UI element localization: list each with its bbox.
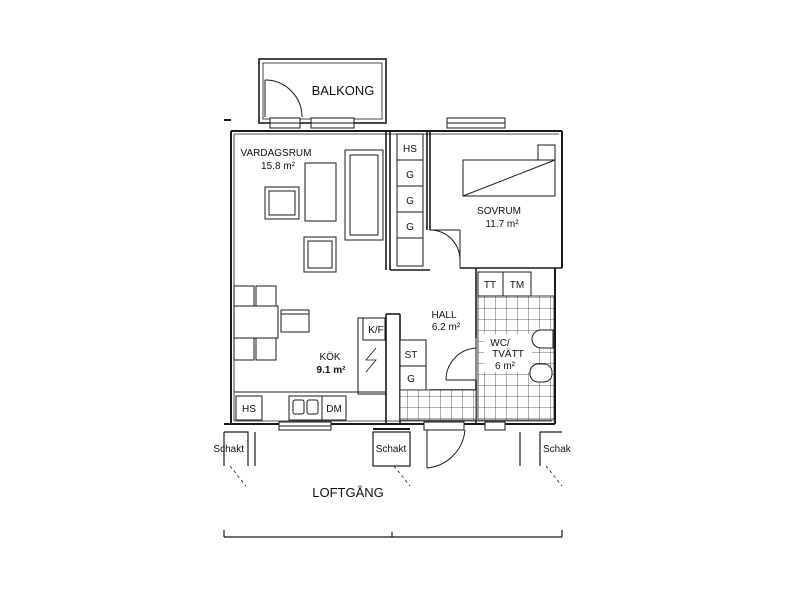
sovrum-label: SOVRUM — [477, 206, 521, 217]
dashed-edges — [229, 465, 563, 487]
dishwasher-label: DM — [326, 404, 342, 415]
storage-g-label: G — [407, 374, 415, 385]
vardagsrum-area: 15.8 m² — [261, 161, 296, 172]
fridge-freezer-label: K/F — [368, 325, 384, 336]
vardagsrum-label: VARDAGSRUM — [241, 148, 312, 159]
kok-area: 9.1 m² — [317, 365, 347, 376]
living-furniture — [264, 149, 384, 273]
schakt-right-label: Schak — [543, 444, 572, 455]
walkway-structures — [223, 428, 563, 538]
wardrobe-g2-label: G — [406, 196, 414, 207]
balkong-label: BALKONG — [312, 83, 375, 98]
wc-floor — [477, 271, 555, 421]
wc-label-2: TVÄTT — [492, 348, 524, 360]
washer-label: TM — [510, 280, 524, 291]
bedroom-door — [429, 229, 461, 268]
sovrum-area: 11.7 m² — [485, 219, 519, 230]
wardrobe-g1-label: G — [406, 170, 414, 181]
windows — [269, 117, 506, 431]
kok-label: KÖK — [319, 351, 340, 363]
hall-storage — [399, 339, 427, 391]
entrance-tiles — [399, 389, 477, 421]
hall-area: 6.2 m² — [432, 322, 461, 333]
dryer-label: TT — [484, 280, 496, 291]
dining-set — [233, 285, 310, 361]
schakt-left-label: Schakt — [213, 444, 244, 455]
wardrobes — [396, 133, 424, 267]
wc-door — [445, 338, 477, 381]
wc-area: 6 m² — [495, 361, 516, 372]
wall-stubs — [224, 119, 231, 425]
entrance-door — [423, 421, 466, 469]
storage-st-label: ST — [405, 350, 418, 361]
wardrobe-hs-label: HS — [403, 144, 417, 155]
loftgang-label: LOFTGÅNG — [312, 485, 384, 500]
kitchen-hs-label: HS — [242, 404, 256, 415]
wc-label-1: WC/ — [490, 338, 510, 349]
kitchen-counter — [234, 317, 387, 421]
wardrobe-g3-label: G — [406, 222, 414, 233]
balcony-door — [264, 79, 303, 118]
bed — [462, 144, 556, 197]
schakt-center-label: Schakt — [376, 444, 407, 455]
hall-label: HALL — [431, 310, 456, 321]
